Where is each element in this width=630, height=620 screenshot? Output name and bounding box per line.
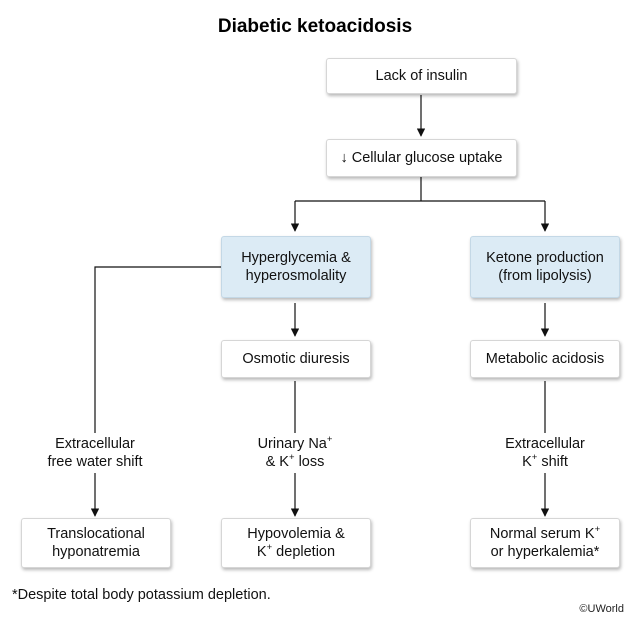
node-hypovolemia-line2-sup: + [266, 542, 273, 553]
urinary-line1-sup: + [326, 434, 333, 445]
node-translocational-line2: hyponatremia [52, 544, 140, 560]
node-glucose-uptake-label: ↓ Cellular glucose uptake [340, 150, 503, 166]
diagram-title: Diabetic ketoacidosis [217, 16, 413, 37]
node-normal-serum-k: Normal serum K+ or hyperkalemia* [470, 518, 620, 568]
k-shift-line2-sup: + [531, 452, 538, 463]
k-shift-line1: Extracellular [505, 436, 585, 452]
urinary-line1-text: Urinary Na [257, 436, 327, 452]
edge-label-free-water-shift: Extracellular free water shift [25, 433, 165, 473]
urinary-line2-sup: + [288, 452, 295, 463]
footnote: *Despite total body potassium depletion. [12, 587, 271, 603]
node-hyperglycemia-line1: Hyperglycemia & [241, 250, 351, 266]
node-osmotic-diuresis-label: Osmotic diuresis [242, 351, 350, 367]
node-serum-k-line1-sup: + [594, 524, 601, 535]
node-hypovolemia-line2-sym: K [256, 544, 267, 560]
free-water-line1: Extracellular [55, 436, 135, 452]
node-hypovolemia-line1: Hypovolemia & [247, 526, 345, 542]
node-serum-k-line2: or hyperkalemia* [490, 544, 600, 560]
node-metabolic-acidosis: Metabolic acidosis [470, 340, 620, 378]
node-ketone-line2: (from lipolysis) [498, 268, 592, 284]
edge-label-k-shift: Extracellular K+ shift [485, 433, 605, 473]
node-translocational-line1: Translocational [47, 526, 145, 542]
k-shift-line2-rest: shift [537, 454, 568, 470]
node-hyperglycemia: Hyperglycemia & hyperosmolality [221, 236, 371, 298]
node-lack-of-insulin-label: Lack of insulin [375, 68, 468, 84]
edge-label-urinary-loss: Urinary Na+ & K+ loss [235, 433, 355, 473]
node-glucose-uptake: ↓ Cellular glucose uptake [326, 139, 517, 177]
node-serum-k-line1-text: Normal serum K [489, 526, 595, 542]
copyright-credit: ©UWorld [579, 603, 624, 615]
node-translocational-hyponatremia: Translocational hyponatremia [21, 518, 171, 568]
free-water-line2: free water shift [47, 454, 143, 470]
urinary-line2-rest: loss [294, 454, 325, 470]
node-hypovolemia-line2-rest: depletion [272, 544, 336, 560]
node-metabolic-acidosis-label: Metabolic acidosis [485, 351, 605, 367]
node-ketone-production: Ketone production (from lipolysis) [470, 236, 620, 298]
node-hyperglycemia-line2: hyperosmolality [245, 268, 347, 284]
node-lack-of-insulin: Lack of insulin [326, 58, 517, 94]
node-osmotic-diuresis: Osmotic diuresis [221, 340, 371, 378]
urinary-line2-text: & K [265, 454, 289, 470]
k-shift-line2-text: K [522, 454, 532, 470]
edge-hyperglycemia-to-free-water [90, 266, 221, 517]
node-hypovolemia: Hypovolemia & K+ depletion [221, 518, 371, 568]
node-ketone-line1: Ketone production [486, 250, 604, 266]
